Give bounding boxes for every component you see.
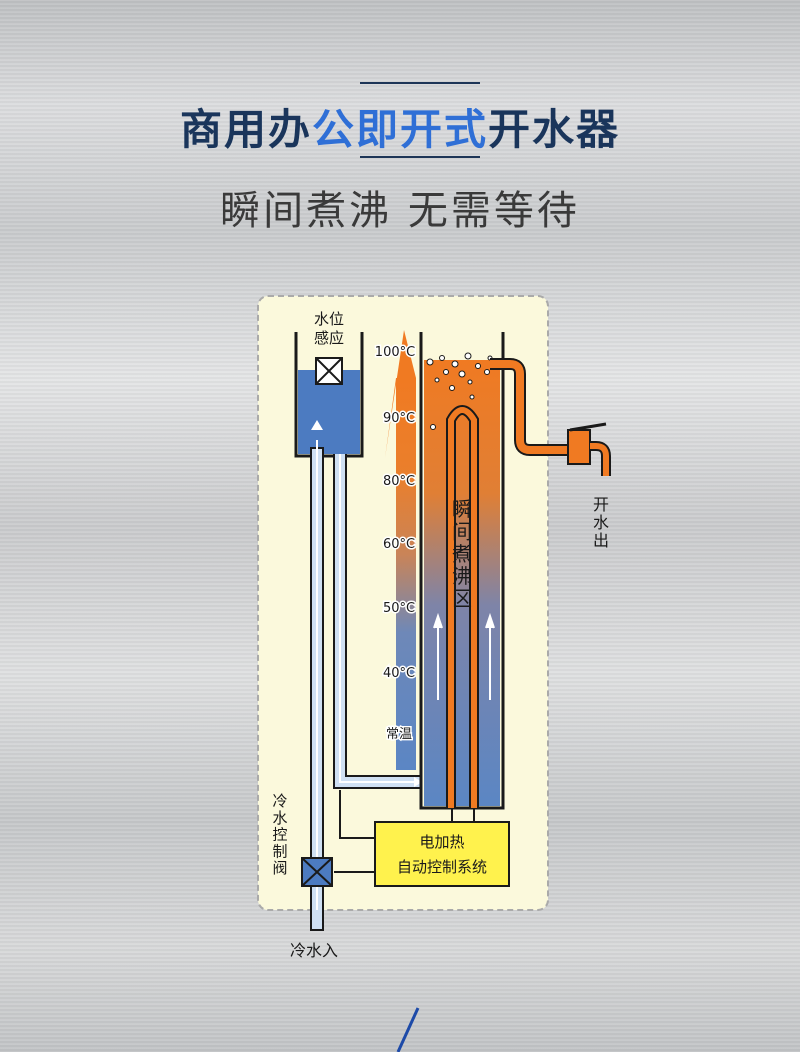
hot-water-out-label: 开水出: [593, 495, 609, 550]
sensor-label-line2: 感应: [314, 329, 344, 347]
page-subtitle: 瞬间煮沸 无需等待: [220, 188, 580, 234]
temperature-gradient-bar: [385, 330, 416, 770]
temp-label-50: 50°C: [383, 601, 415, 616]
sensor-tank: [294, 332, 364, 458]
control-box: [374, 821, 510, 887]
cold-valve-icon: [301, 857, 333, 887]
boil-zone-label: 瞬间煮沸区: [452, 497, 472, 611]
page-title: 商用办公即开式开水器: [179, 105, 621, 154]
cold-valve-label: 冷水控制阀: [272, 792, 287, 877]
title-top-rule: [360, 82, 480, 84]
cold-inlet-pipe: [310, 420, 324, 931]
temp-label-90: 90°C: [383, 411, 415, 426]
control-box-line2: 自动控制系统: [397, 858, 487, 876]
hot-outlet-pipe: [490, 358, 611, 476]
faucet-valve-icon: [567, 429, 591, 465]
cold-water-in-label: 冷水入: [290, 941, 338, 960]
temp-label-room: 常温: [386, 727, 412, 742]
temp-label-40: 40°C: [383, 666, 415, 681]
boiler-tank: [419, 332, 505, 810]
control-box-line1: 电加热: [419, 833, 464, 851]
temp-label-80: 80°C: [383, 474, 415, 489]
temp-label-60: 60°C: [383, 537, 415, 552]
temp-label-100: 100°C: [375, 345, 415, 360]
decorative-stroke: [396, 1007, 420, 1052]
sensor-label-line1: 水位: [314, 310, 344, 328]
title-bottom-rule: [360, 156, 480, 158]
